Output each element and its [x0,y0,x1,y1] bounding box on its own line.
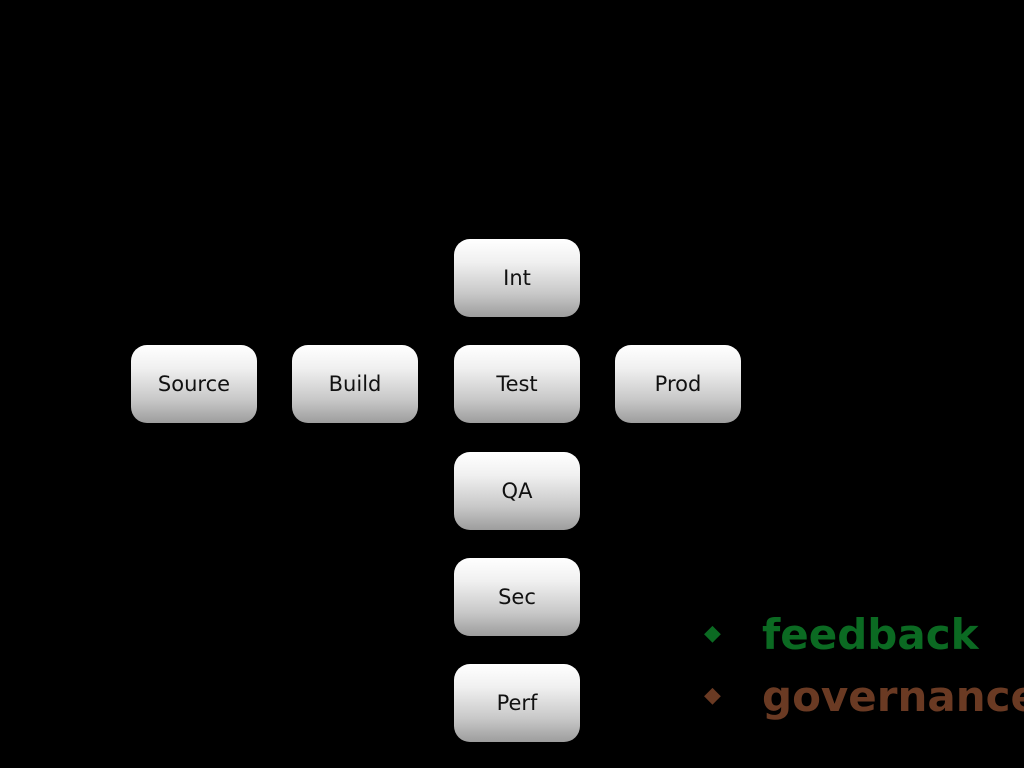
node-int-label: Int [503,266,531,290]
node-perf: Perf [454,664,580,742]
legend-label-governance: governance [762,671,1024,721]
diamond-bullet-icon: ◆ [704,683,721,708]
node-int: Int [454,239,580,317]
legend-item-feedback: ◆ feedback [700,606,979,662]
node-sec-label: Sec [498,585,536,609]
diamond-bullet-icon: ◆ [704,621,721,646]
legend-label-feedback: feedback [762,609,979,659]
node-prod: Prod [615,345,741,423]
node-source-label: Source [157,372,231,396]
legend-item-governance: ◆ governance [700,668,1024,724]
node-qa-label: QA [501,479,533,503]
node-perf-label: Perf [496,691,538,715]
node-qa: QA [454,452,580,530]
node-source: Source [131,345,257,423]
node-prod-label: Prod [654,372,702,396]
node-test: Test [454,345,580,423]
node-build: Build [292,345,418,423]
node-build-label: Build [328,372,382,396]
node-test-label: Test [496,372,538,396]
legend: ◆ feedback ◆ governance [700,606,1024,756]
node-sec: Sec [454,558,580,636]
